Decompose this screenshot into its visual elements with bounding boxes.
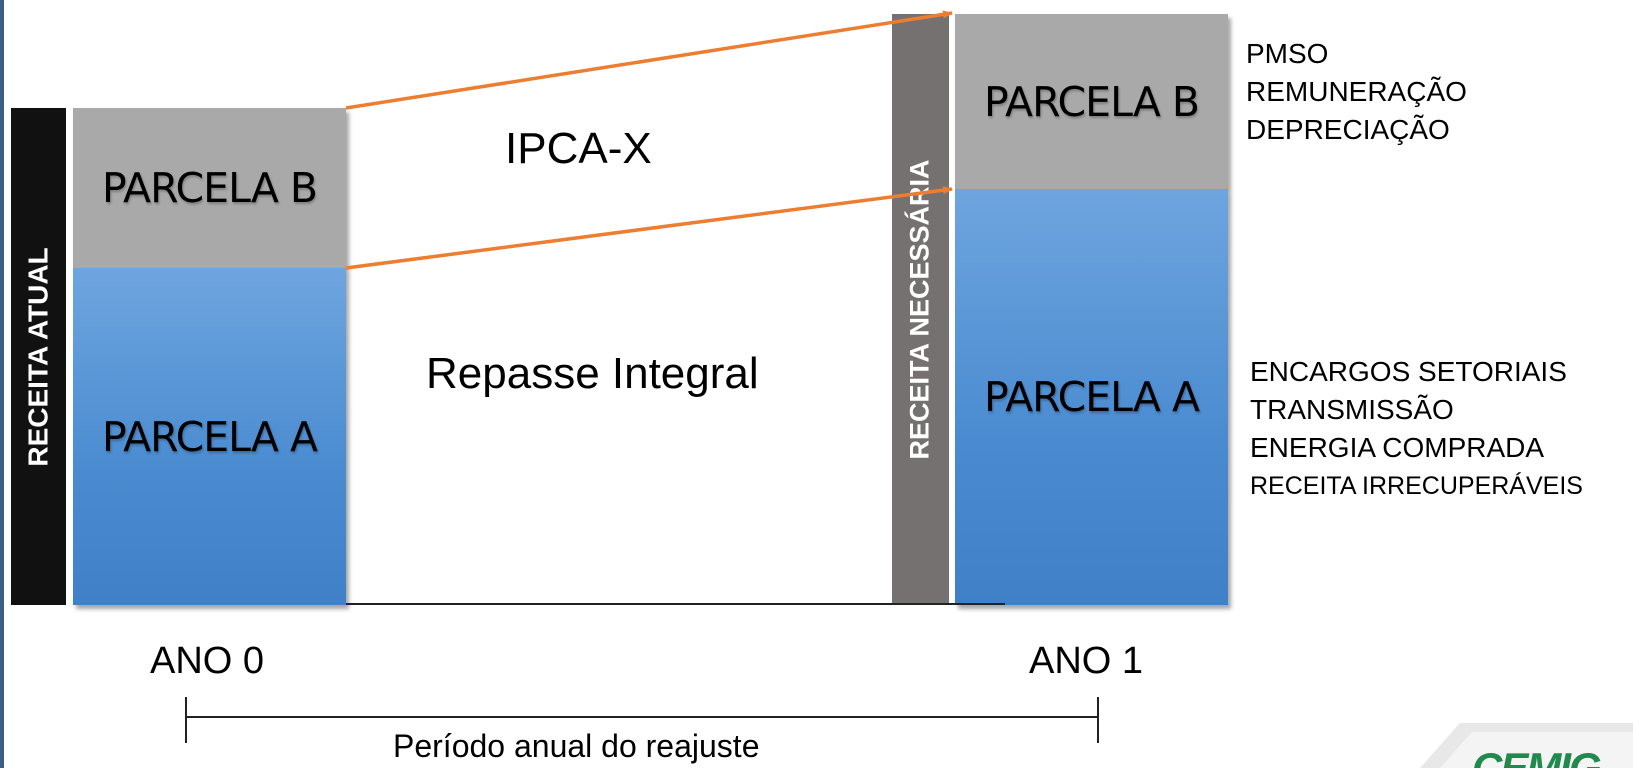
repasse-arrow <box>345 186 953 270</box>
cemig-logo: CEMIG <box>1420 718 1633 768</box>
parcela-a-item: ENCARGOS SETORIAIS <box>1250 356 1567 387</box>
ano0-parcela-a-label: PARCELA A <box>101 412 318 461</box>
ano0-parcela-b-label: PARCELA B <box>101 164 318 212</box>
ipca-arrow <box>345 10 953 110</box>
period-bracket <box>185 697 1099 743</box>
repasse-label: Repasse Integral <box>426 349 759 398</box>
parcela-b-item: REMUNERAÇÃO <box>1246 76 1467 107</box>
receita-atual-bar: RECEITA ATUAL <box>11 108 66 605</box>
receita-necessaria-bar: RECEITA NECESSÁRIA <box>892 14 949 605</box>
ano1-parcela-b-label: PARCELA B <box>983 77 1200 126</box>
ano0-label: ANO 0 <box>150 640 265 682</box>
ipca-label: IPCA-X <box>505 124 652 173</box>
ano1-parcela-a-label: PARCELA A <box>983 373 1200 421</box>
parcela-a-item: TRANSMISSÃO <box>1250 394 1454 425</box>
ano0-parcela-a-block: PARCELA A <box>73 268 346 605</box>
period-label: Período anual do reajuste <box>393 728 760 764</box>
frame-edge <box>0 0 4 768</box>
parcela-a-item: RECEITA IRRECUPERÁVEIS <box>1250 472 1583 500</box>
ano0-parcela-b-block: PARCELA B <box>73 108 346 268</box>
ano1-parcela-b-block: PARCELA B <box>955 14 1228 189</box>
ano1-parcela-a-block: PARCELA A <box>955 189 1228 605</box>
parcela-a-items-list: ENCARGOS SETORIAIS TRANSMISSÃO ENERGIA C… <box>1250 353 1583 505</box>
cemig-logo-text: CEMIG <box>1472 744 1602 768</box>
parcela-b-items-list: PMSO REMUNERAÇÃO DEPRECIAÇÃO <box>1246 35 1467 149</box>
parcela-b-item: DEPRECIAÇÃO <box>1246 114 1450 145</box>
ano1-label: ANO 1 <box>1029 640 1144 682</box>
parcela-b-item: PMSO <box>1246 38 1329 69</box>
parcela-a-item: ENERGIA COMPRADA <box>1250 432 1545 463</box>
